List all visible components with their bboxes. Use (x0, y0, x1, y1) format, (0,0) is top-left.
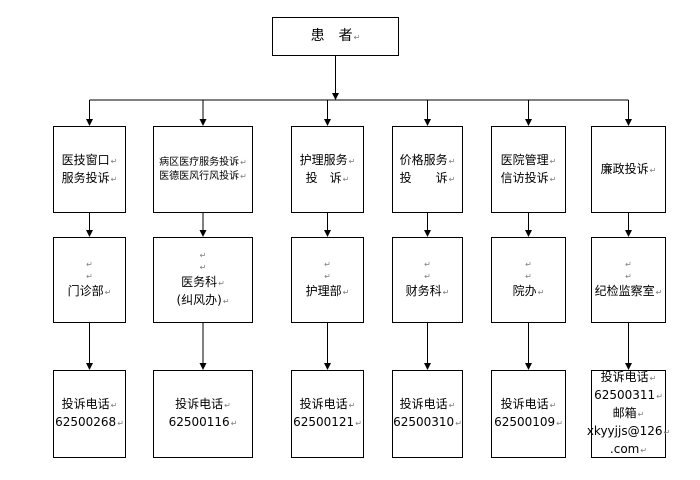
window-department-box: ↵ ↵ 门诊部↵ (53, 237, 126, 323)
price-contact-line: 62500310↵ (393, 415, 462, 429)
price-category-line: 投 诉↵ (399, 170, 456, 185)
paragraph-mark: ↵ (199, 251, 207, 260)
window-contact-line: 投诉电话↵ (61, 397, 118, 411)
arrow-to-management-department (525, 230, 532, 237)
paragraph-mark: ↵ (525, 260, 532, 269)
paragraph-mark: ↵ (324, 260, 331, 269)
ward-department-box: ↵ ↵ 医务科↵ (纠风办)↵ (153, 237, 253, 323)
integrity-contact-line: xkyyjjs@126↵ (586, 424, 671, 438)
arrow-to-price-contact (424, 363, 431, 370)
integrity-contact-box: 投诉电话↵ 62500311↵ 邮箱↵ xkyyjjs@126↵ .com↵ (587, 370, 670, 458)
arrow-to-ward-category (199, 119, 207, 126)
management-department-box: ↵ ↵ 院办↵ (491, 237, 566, 323)
paragraph-mark: ↵ (625, 272, 632, 281)
ward-contact-line: 投诉电话↵ (175, 397, 231, 411)
window-category-line: 医技窗口↵ (61, 152, 118, 167)
arrow-to-nursing-department (324, 230, 331, 237)
management-category-line: 医院管理↵ (500, 152, 557, 167)
integrity-contact-line: 邮箱↵ (612, 406, 645, 420)
arrow-to-management-category (525, 119, 532, 126)
management-contact-line: 62500109↵ (494, 415, 563, 429)
arrow-to-integrity-category (625, 119, 632, 126)
integrity-contact-line: 62500311↵ (594, 388, 663, 402)
window-category-box: 医技窗口↵ 服务投诉↵ (53, 126, 126, 213)
arrow-to-window-contact (86, 363, 93, 370)
ward-department-line: 医务科↵ (181, 275, 225, 289)
nursing-contact-box: 投诉电话↵ 62500121↵ (291, 370, 364, 458)
arrow-to-window-category (86, 119, 93, 126)
ward-category-line: 医德医风行风投诉↵ (159, 170, 247, 182)
paragraph-mark: ↵ (199, 263, 207, 272)
management-contact-box: 投诉电话↵ 62500109↵ (491, 370, 566, 458)
ward-category-box: 病区医疗服务投诉↵ 医德医风行风投诉↵ (153, 126, 253, 213)
arrow-to-integrity-department (625, 230, 632, 237)
nursing-category-box: 护理服务↵ 投 诉↵ (291, 126, 364, 213)
nursing-department-line: 护理部↵ (305, 284, 350, 298)
nursing-category-line: 护理服务↵ (299, 152, 356, 167)
patient-box: 患 者↵ (272, 17, 399, 56)
ward-contact-line: 62500116↵ (168, 415, 238, 429)
integrity-category-line: 廉政投诉↵ (600, 161, 657, 176)
window-category-line: 服务投诉↵ (61, 170, 118, 185)
arrow-to-management-contact (525, 363, 532, 370)
window-department-line: 门诊部↵ (67, 284, 112, 298)
paragraph-mark: ↵ (86, 260, 93, 269)
paragraph-mark: ↵ (625, 260, 632, 269)
management-category-box: 医院管理↵ 信访投诉↵ (491, 126, 566, 213)
window-contact-box: 投诉电话↵ 62500268↵ (53, 370, 126, 458)
arrow-to-nursing-category (324, 119, 331, 126)
arrow-root-down (332, 93, 339, 100)
management-category-line: 信访投诉↵ (500, 170, 557, 185)
arrow-to-price-department (424, 230, 431, 237)
nursing-department-box: ↵ ↵ 护理部↵ (291, 237, 364, 323)
paragraph-mark: ↵ (424, 272, 431, 281)
price-department-line: 财务科↵ (405, 284, 450, 298)
price-contact-line: 投诉电话↵ (399, 397, 456, 411)
arrow-to-integrity-contact (625, 363, 632, 370)
ward-department-line: (纠风办)↵ (176, 293, 230, 307)
arrow-to-price-category (424, 119, 431, 126)
integrity-contact-line: .com↵ (609, 442, 648, 456)
price-category-box: 价格服务↵ 投 诉↵ (392, 126, 463, 213)
price-contact-box: 投诉电话↵ 62500310↵ (392, 370, 463, 458)
paragraph-mark: ↵ (525, 272, 532, 281)
arrow-to-ward-contact (199, 363, 207, 370)
window-contact-line: 62500268↵ (55, 415, 124, 429)
price-category-line: 价格服务↵ (399, 152, 456, 167)
nursing-contact-line: 投诉电话↵ (299, 397, 356, 411)
ward-category-line: 病区医疗服务投诉↵ (159, 156, 247, 168)
nursing-category-line: 投 诉↵ (305, 170, 350, 185)
integrity-department-box: ↵ ↵ 纪检监察室↵ (591, 237, 666, 323)
integrity-department-line: 纪检监察室↵ (594, 284, 663, 298)
price-department-box: ↵ ↵ 财务科↵ (392, 237, 463, 323)
paragraph-mark: ↵ (424, 260, 431, 269)
ward-contact-box: 投诉电话↵ 62500116↵ (153, 370, 253, 458)
arrow-to-nursing-contact (324, 363, 331, 370)
integrity-contact-line: 投诉电话↵ (600, 370, 657, 384)
paragraph-mark: ↵ (86, 272, 93, 281)
management-contact-line: 投诉电话↵ (500, 397, 557, 411)
nursing-contact-line: 62500121↵ (293, 415, 362, 429)
paragraph-mark: ↵ (324, 272, 331, 281)
integrity-category-box: 廉政投诉↵ (591, 126, 666, 213)
arrow-to-window-department (86, 230, 93, 237)
arrow-to-ward-department (199, 230, 207, 237)
management-department-line: 院办↵ (512, 284, 545, 298)
